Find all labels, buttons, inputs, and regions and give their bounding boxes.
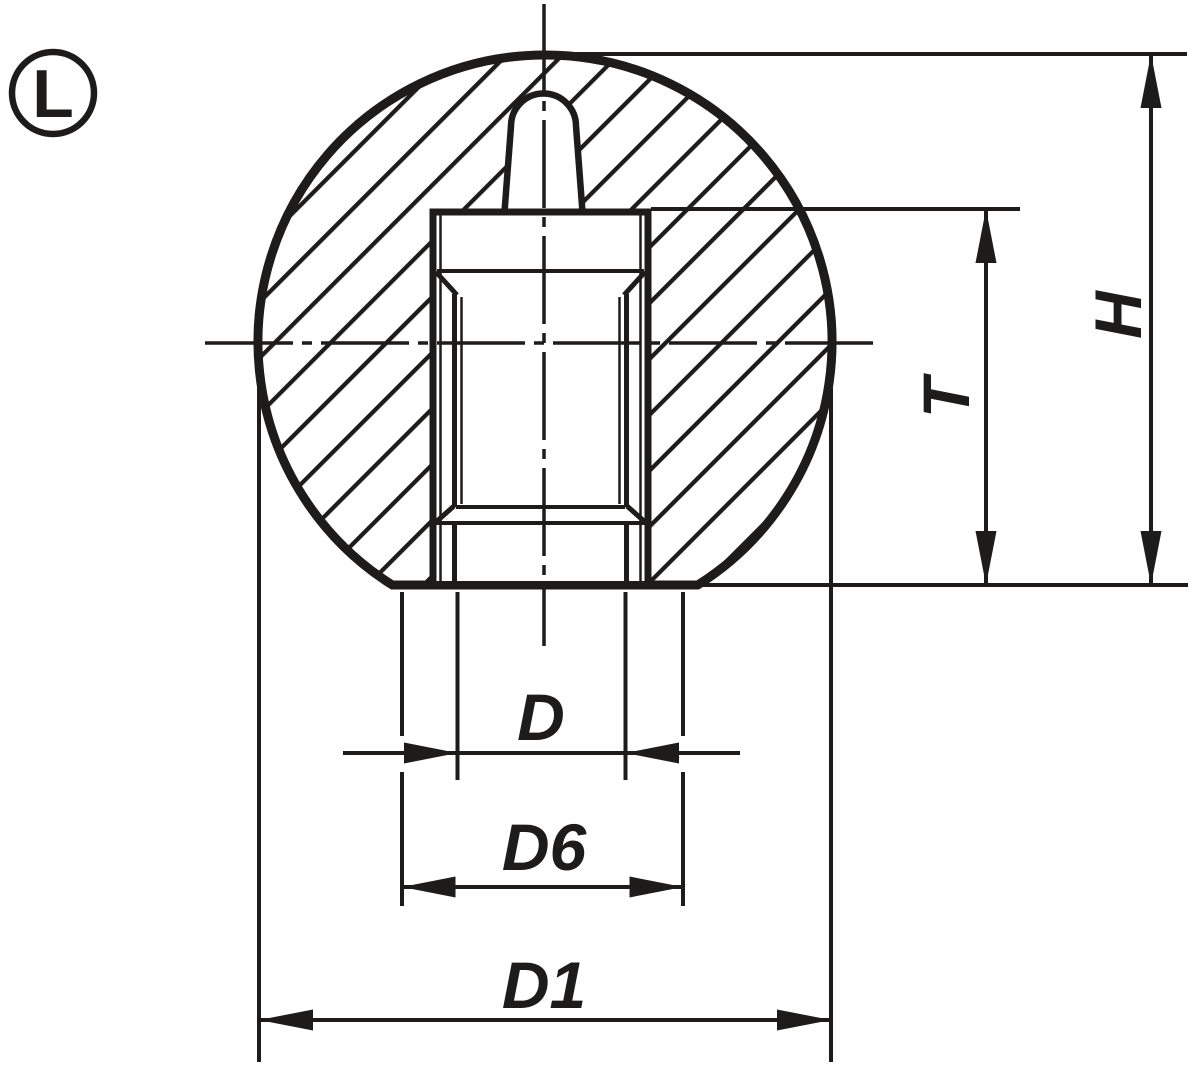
arrowhead-left xyxy=(402,876,456,898)
thread-chamfer-top-right xyxy=(622,270,647,297)
thread-chamfer-bottom-right xyxy=(625,504,647,524)
dimension-D6: D6 xyxy=(400,592,685,906)
dim-label-D1: D1 xyxy=(502,948,586,1022)
dim-label-D: D xyxy=(517,680,565,754)
dimension-T: T xyxy=(651,207,1020,585)
centerlines xyxy=(205,4,874,646)
arrowhead-left xyxy=(625,742,679,764)
insert-internal-details xyxy=(434,214,647,583)
arrowhead-right xyxy=(404,742,458,764)
dimension-D: D xyxy=(343,592,740,780)
threaded-insert-body xyxy=(429,208,652,585)
arrowhead-right xyxy=(629,876,683,898)
dim-label-D6: D6 xyxy=(502,810,588,884)
thread-chamfer-top-left xyxy=(434,270,459,297)
arrowhead-up xyxy=(1140,54,1162,108)
dim-label-T: T xyxy=(909,373,983,418)
arrowhead-down xyxy=(975,531,997,585)
badge-circle xyxy=(8,48,98,138)
thread-chamfer-bottom-left xyxy=(434,504,456,524)
dimension-D1: D1 xyxy=(257,350,833,1062)
material-badge: L xyxy=(8,48,98,138)
arrowhead-right xyxy=(777,1009,831,1031)
arrowhead-left xyxy=(259,1009,313,1031)
badge-letter: L xyxy=(32,56,74,132)
arrowhead-up xyxy=(975,209,997,263)
arrowhead-down xyxy=(1140,531,1162,585)
dimension-H: H xyxy=(575,52,1188,587)
dim-label-H: H xyxy=(1081,290,1155,339)
